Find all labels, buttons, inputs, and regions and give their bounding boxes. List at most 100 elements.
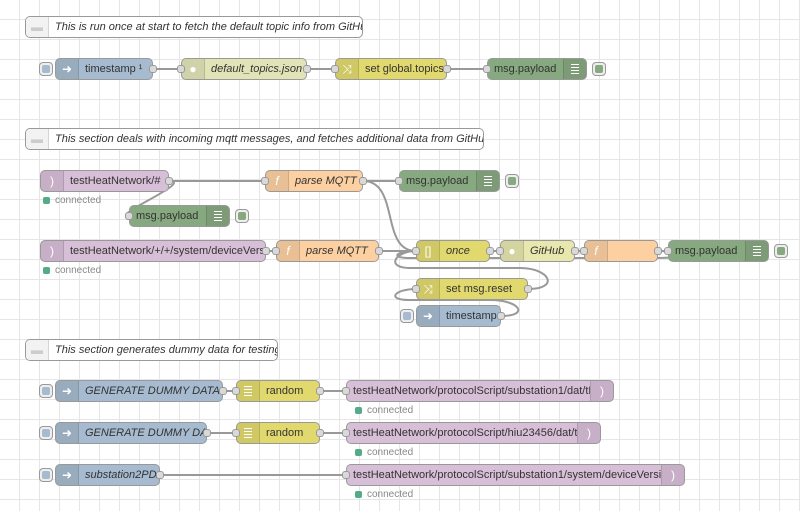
input-port[interactable] — [496, 247, 504, 255]
node-label: parse MQTT — [306, 245, 368, 257]
node-label: testHeatNetwork/protocolScript/substatio… — [353, 385, 590, 397]
arrow-in-icon: ➜ — [56, 381, 79, 401]
template-lines-icon — [237, 381, 260, 401]
comment-node[interactable]: ▬ This section generates dummy data for … — [25, 339, 278, 361]
output-port[interactable] — [165, 177, 173, 185]
inject-button[interactable] — [39, 62, 53, 76]
input-port[interactable] — [232, 387, 240, 395]
input-port[interactable] — [483, 65, 491, 73]
shuffle-icon: ⤨ — [417, 279, 440, 299]
debug-toggle-button[interactable] — [505, 174, 519, 188]
node-label: substation2PDA — [85, 469, 159, 481]
output-port[interactable] — [497, 312, 505, 320]
change-node-set-global-topics[interactable]: ⤨ set global.topics — [331, 58, 451, 80]
debug-bars-icon — [745, 241, 768, 261]
template-lines-icon — [237, 423, 260, 443]
node-label: once — [446, 245, 470, 257]
function-node-parse-mqtt[interactable]: f parse MQTT — [272, 240, 383, 262]
node-label: msg.payload — [675, 245, 738, 257]
inject-node-timestamp[interactable]: ➜ timestamp — [400, 305, 505, 327]
output-port[interactable] — [262, 247, 270, 255]
node-label: default_topics.json — [211, 63, 303, 75]
debug-node-payload[interactable]: msg.payload — [125, 205, 249, 227]
output-port[interactable] — [654, 247, 662, 255]
output-port[interactable] — [203, 429, 211, 437]
input-port[interactable] — [342, 387, 350, 395]
node-label: GENERATE DUMMY DATA ↻ — [85, 385, 222, 397]
input-port[interactable] — [342, 429, 350, 437]
http-request-node-github[interactable]: ● GitHub — [496, 240, 579, 262]
function-node-parse-mqtt[interactable]: f parse MQTT — [261, 170, 367, 192]
debug-node-payload[interactable]: msg.payload — [395, 170, 519, 192]
inject-node-generate-dummy-data[interactable]: ➜ GENERATE DUMMY DATA — [39, 422, 211, 444]
output-port[interactable] — [571, 247, 579, 255]
input-port[interactable] — [395, 177, 403, 185]
input-port[interactable] — [664, 247, 672, 255]
template-node-random[interactable]: random — [232, 380, 324, 402]
node-label: GitHub — [530, 245, 565, 257]
mqtt-in-node[interactable]: ) testHeatNetwork/# connected — [40, 170, 173, 206]
function-icon: f — [585, 241, 608, 261]
output-port[interactable] — [149, 65, 157, 73]
node-label: msg.payload — [136, 210, 199, 222]
inject-button[interactable] — [39, 468, 53, 482]
wifi-icon: ) — [577, 423, 600, 443]
input-port[interactable] — [272, 247, 280, 255]
inject-node-generate-dummy-data[interactable]: ➜ GENERATE DUMMY DATA ↻ — [39, 380, 227, 402]
debug-toggle-button[interactable] — [235, 209, 249, 223]
input-port[interactable] — [412, 285, 420, 293]
change-node-set-msg-reset[interactable]: ⤨ set msg.reset — [412, 278, 532, 300]
node-label: random — [266, 385, 304, 397]
template-node-random[interactable]: random — [232, 422, 324, 444]
mqtt-in-node[interactable]: ) testHeatNetwork/+/+/system/deviceVersi… — [40, 240, 270, 276]
output-port[interactable] — [375, 247, 383, 255]
node-label: timestamp — [446, 310, 497, 322]
output-port[interactable] — [156, 471, 164, 479]
output-port[interactable] — [443, 65, 451, 73]
output-port[interactable] — [486, 247, 494, 255]
inject-node-timestamp[interactable]: ➜ timestamp ¹ — [39, 58, 157, 80]
status-badge: connected — [355, 489, 413, 500]
input-port[interactable] — [412, 247, 420, 255]
input-port[interactable] — [342, 471, 350, 479]
wifi-icon: ) — [590, 381, 613, 401]
input-port[interactable] — [177, 65, 185, 73]
comment-icon: ▬ — [26, 340, 49, 360]
mqtt-out-node[interactable]: testHeatNetwork/protocolScript/substatio… — [342, 380, 614, 416]
delay-node-once[interactable]: [] once — [412, 240, 494, 262]
debug-node-payload[interactable]: msg.payload — [483, 58, 606, 80]
debug-bars-icon — [476, 171, 499, 191]
json-node-default-topics[interactable]: ● default_topics.json — [177, 58, 311, 80]
debug-toggle-button[interactable] — [774, 244, 788, 258]
node-label: parse MQTT — [295, 175, 357, 187]
output-port[interactable] — [359, 177, 367, 185]
comment-label: This section deals with incoming mqtt me… — [55, 133, 483, 145]
input-port[interactable] — [331, 65, 339, 73]
status-badge: connected — [355, 405, 413, 416]
function-node[interactable]: f — [580, 240, 662, 262]
input-port[interactable] — [232, 429, 240, 437]
debug-node-payload[interactable]: msg.payload — [664, 240, 788, 262]
inject-node-substation2pda[interactable]: ➜ substation2PDA — [39, 464, 164, 486]
input-port[interactable] — [261, 177, 269, 185]
inject-button[interactable] — [400, 309, 414, 323]
comment-node[interactable]: ▬ This section deals with incoming mqtt … — [25, 128, 484, 150]
output-port[interactable] — [524, 285, 532, 293]
output-port[interactable] — [316, 387, 324, 395]
mqtt-out-node[interactable]: testHeatNetwork/protocolScript/hiu23456/… — [342, 422, 601, 458]
debug-bars-icon — [563, 59, 586, 79]
inject-button[interactable] — [39, 384, 53, 398]
debug-bars-icon — [206, 206, 229, 226]
input-port[interactable] — [125, 212, 133, 220]
comment-node[interactable]: ▬ This is run once at start to fetch the… — [25, 16, 363, 38]
output-port[interactable] — [219, 387, 227, 395]
arrow-in-icon: ➜ — [417, 306, 440, 326]
output-port[interactable] — [303, 65, 311, 73]
inject-button[interactable] — [39, 426, 53, 440]
input-port[interactable] — [580, 247, 588, 255]
debug-toggle-button[interactable] — [592, 62, 606, 76]
node-label: testHeatNetwork/protocolScript/hiu23456/… — [353, 427, 577, 439]
mqtt-out-node[interactable]: testHeatNetwork/protocolScript/substatio… — [342, 464, 685, 500]
function-icon: f — [266, 171, 289, 191]
output-port[interactable] — [316, 429, 324, 437]
